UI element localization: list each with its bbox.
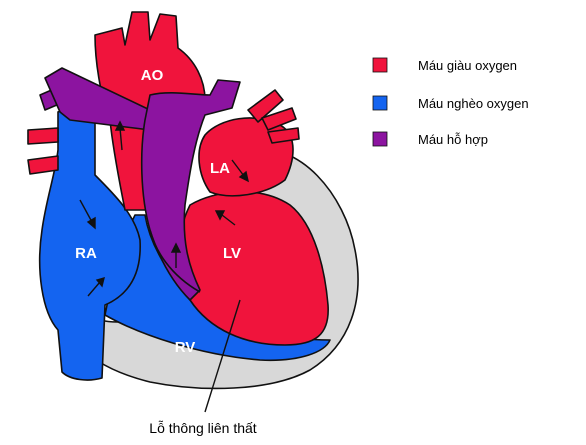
left-pulmonary-vein-lower xyxy=(28,156,58,174)
label-ra: RA xyxy=(75,245,97,262)
left-pulmonary-vein-upper xyxy=(28,128,58,144)
label-la: LA xyxy=(210,160,230,177)
left-atrium xyxy=(199,118,293,196)
legend-swatch-deoxygenated xyxy=(373,96,387,110)
label-lv: LV xyxy=(223,245,241,262)
legend: Máu giàu oxygen Máu nghèo oxygen Máu hỗ … xyxy=(373,58,529,147)
legend-label-mixed: Máu hỗ hợp xyxy=(418,132,488,147)
legend-label-oxygenated: Máu giàu oxygen xyxy=(418,58,517,73)
vsd-caption: Lỗ thông liên thất xyxy=(149,420,257,436)
label-rv: RV xyxy=(175,339,196,356)
legend-swatch-mixed xyxy=(373,132,387,146)
legend-label-deoxygenated: Máu nghèo oxygen xyxy=(418,96,529,111)
label-ao: AO xyxy=(141,67,164,84)
legend-swatch-oxygenated xyxy=(373,58,387,72)
